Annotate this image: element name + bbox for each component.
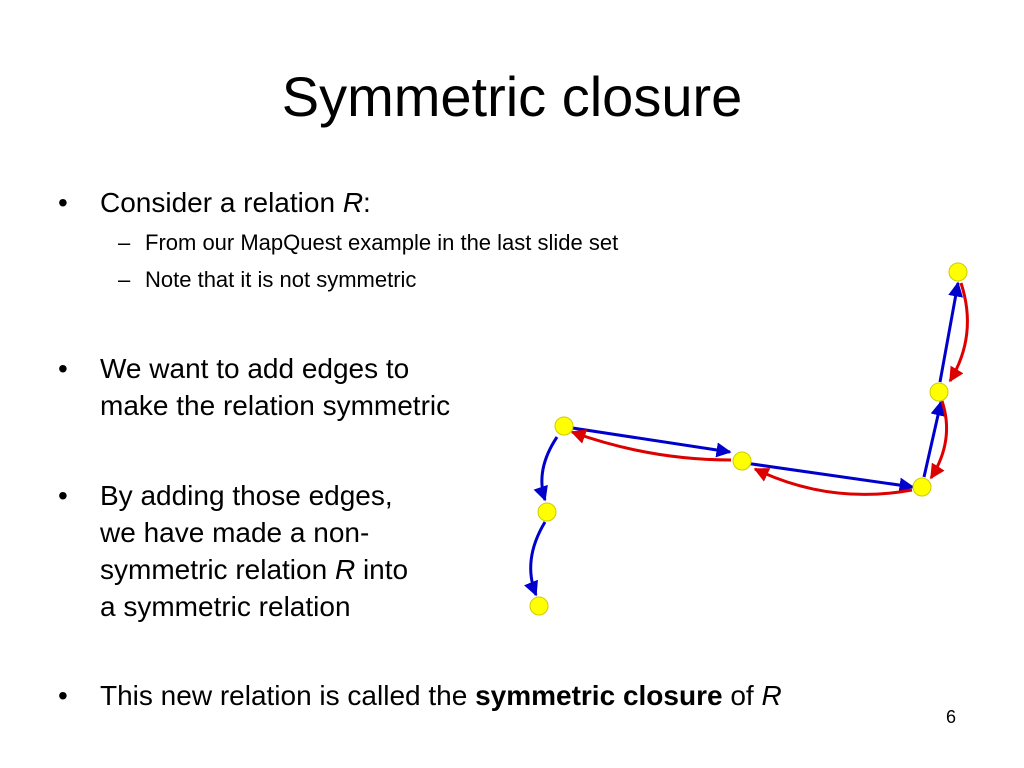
bullet-line: make the relation symmetric xyxy=(100,390,451,421)
subbullet-text: From our MapQuest example in the last sl… xyxy=(145,230,619,255)
bullet-line-tail: into xyxy=(355,554,409,585)
bullet-text: of xyxy=(722,680,762,711)
graph-node xyxy=(529,596,549,616)
edge-original xyxy=(565,425,732,458)
edge-added xyxy=(929,400,948,480)
subbullet-text: Note that it is not symmetric xyxy=(145,267,417,292)
edge-added xyxy=(753,467,913,496)
bullet-colon: : xyxy=(363,187,371,218)
graph-node xyxy=(732,451,752,471)
bullet-line: symmetric relation xyxy=(100,554,335,585)
edge-original xyxy=(744,461,915,493)
bullet-line: We want to add edges to xyxy=(100,353,410,384)
bullet-text: This new relation is called the xyxy=(100,680,476,711)
graph-node xyxy=(554,416,574,436)
graph-node xyxy=(537,502,557,522)
graph-node xyxy=(912,477,932,497)
term-symmetric-closure: symmetric closure xyxy=(475,680,723,711)
slide-title: Symmetric closure xyxy=(281,65,743,128)
relation-variable: R xyxy=(342,187,364,218)
graph-node xyxy=(929,382,949,402)
bullet-line: a symmetric relation xyxy=(100,591,351,622)
edge-original xyxy=(938,281,963,383)
bullet-marker: • xyxy=(58,353,68,384)
relation-variable: R xyxy=(334,554,356,585)
relation-variable: R xyxy=(761,680,782,711)
bullet-text: Consider a relation xyxy=(100,187,343,218)
bullet-marker: • xyxy=(58,480,68,511)
page-number: 6 xyxy=(946,707,957,727)
edge-added xyxy=(948,282,969,383)
edge-original xyxy=(922,400,946,478)
bullet-marker: • xyxy=(58,187,68,218)
bullet-line: we have made a non- xyxy=(100,517,370,548)
dash-marker: – xyxy=(118,230,131,255)
bullet-marker: • xyxy=(58,680,68,711)
bullet-line: By adding those edges, xyxy=(100,480,393,511)
dash-marker: – xyxy=(118,267,131,292)
edge-original xyxy=(524,521,547,597)
edge-original xyxy=(533,436,559,502)
edge-added xyxy=(570,429,732,462)
graph-node xyxy=(948,262,968,282)
